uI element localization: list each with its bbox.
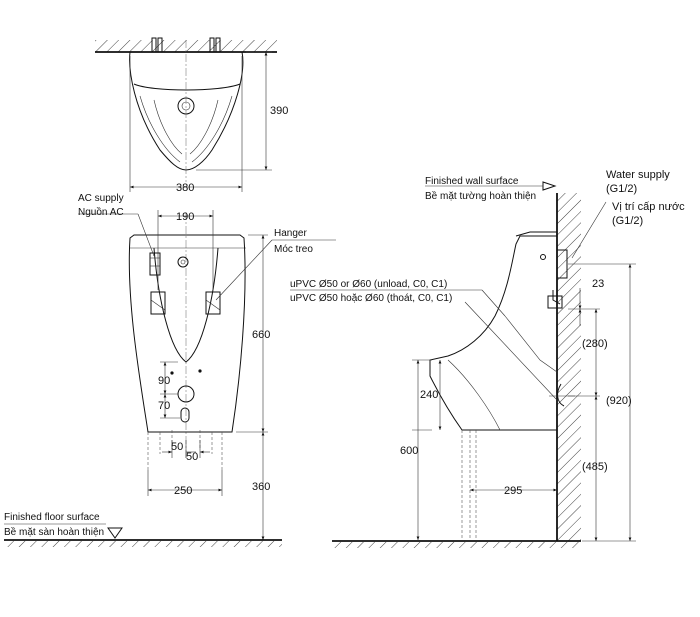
dim-top-width: 380 (176, 182, 194, 194)
dim-rim-offset: 240 (420, 389, 438, 401)
dim-body-height: 660 (252, 329, 270, 341)
hanger-left (150, 291, 166, 315)
top-view: 390 380 (95, 37, 288, 194)
dim-drain-height: (485) (582, 461, 608, 473)
front-sensor (177, 256, 189, 268)
dim-bottom-width: 250 (174, 485, 192, 497)
top-inner-right (191, 95, 233, 163)
side-view: Finished wall surface Bề mặt tường hoàn … (290, 169, 685, 548)
front-bowl-opening (153, 247, 219, 363)
drain-label-vi: uPVC Ø50 hoặc Ø60 (thoát, C0, C1) (290, 293, 452, 304)
hanger-right (205, 291, 221, 315)
dim-total-height: (920) (606, 395, 632, 407)
dim-inlet-offset: 90 (158, 375, 170, 387)
front-inlet (180, 407, 190, 423)
wall-label-vi: Bề mặt tường hoàn thiện (425, 190, 536, 202)
floor-marker-left (107, 527, 123, 539)
water-supply-label: Water supply (606, 169, 670, 181)
front-body-outline (128, 234, 246, 433)
floor-label-en: Finished floor surface (4, 512, 100, 523)
hanger-label: Hanger (274, 228, 307, 239)
dim-pipe-clearance: 23 (592, 278, 604, 290)
ac-supply-label-vi: Nguồn AC (78, 206, 124, 218)
front-hole-right (198, 369, 202, 373)
dim-floor-clearance: 360 (252, 481, 270, 493)
drain-pipe-line (504, 315, 558, 373)
dim-rim-height: 600 (400, 445, 418, 457)
water-supply-size: (G1/2) (606, 183, 637, 195)
wall-label-en: Finished wall surface (425, 176, 519, 187)
side-sensor (540, 254, 546, 260)
floor-left: Finished floor surface Bề mặt sàn hoàn t… (4, 512, 282, 547)
floor-label-vi: Bề mặt sàn hoàn thiện (4, 526, 104, 538)
drain-label-en: uPVC Ø50 or Ø60 (unload, C0, C1) (290, 279, 447, 290)
side-supply-fitting (556, 249, 568, 279)
side-hanger (552, 290, 561, 305)
water-supply-size-vi: (G1/2) (612, 215, 643, 227)
dim-drain-right: 50 (186, 451, 198, 463)
front-view: 190 660 360 90 70 50 50 250 AC supply (78, 193, 336, 540)
dim-top-depth: 390 (270, 105, 288, 117)
dim-drain-offset: 70 (158, 400, 170, 412)
ac-supply-label: AC supply (78, 193, 124, 204)
dim-hanger-spacing: 190 (176, 211, 194, 223)
top-inner-left (139, 95, 181, 163)
dim-drain-left: 50 (171, 441, 183, 453)
ac-supply-box (149, 252, 161, 276)
side-wall-hatch (557, 193, 581, 541)
top-rim-line (133, 83, 241, 91)
top-body-outline (129, 51, 244, 171)
side-drain-fitting (557, 383, 565, 407)
water-supply-label-vi: Vị trí cấp nước (612, 201, 685, 213)
front-hole-left (170, 371, 174, 375)
dim-projection: 295 (504, 485, 522, 497)
side-body-outline (429, 235, 557, 431)
dim-hanger-to-supply: (280) (582, 338, 608, 350)
water-supply-leader (571, 201, 607, 259)
top-pipe-stubs (151, 37, 221, 53)
hanger-label-vi: Móc treo (274, 244, 313, 255)
